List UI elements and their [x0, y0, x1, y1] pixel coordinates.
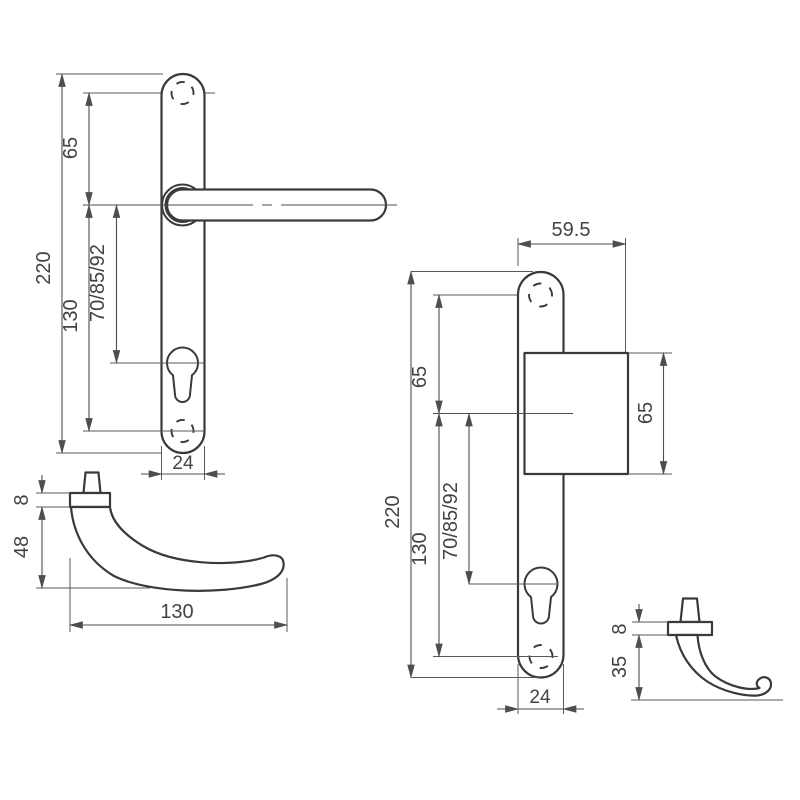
spindle: [82, 471, 102, 495]
collar: [68, 491, 112, 509]
dim-label-35: 35: [609, 656, 631, 678]
dim-label-48: 48: [11, 536, 33, 558]
dim-label-130: 130: [409, 532, 431, 565]
dim-label-220: 220: [382, 495, 404, 528]
pad-body: [674, 633, 773, 697]
dim-label-70-85-92: 70/85/92: [440, 482, 462, 560]
screw-hole-top: [528, 282, 553, 308]
pad-side-view: 8 35: [609, 597, 783, 702]
dim-label-130: 130: [160, 601, 193, 623]
dim-label-70-85-92: 70/85/92: [87, 244, 109, 322]
lever-side-view: 8 48 130: [11, 471, 289, 632]
euro-cylinder-hole: [523, 566, 559, 625]
dim-label-65: 65: [409, 366, 431, 388]
screw-hole-bottom: [170, 419, 195, 443]
collar: [666, 620, 714, 637]
dim-label-8: 8: [609, 623, 631, 634]
dim-label-24: 24: [172, 453, 194, 474]
pad-front-view: 59.5 220 65 130 70/85/92 65 24: [382, 219, 672, 714]
dim-label-24: 24: [529, 687, 551, 708]
dim-label-65: 65: [60, 137, 82, 159]
dim-label-130: 130: [60, 299, 82, 332]
dim-label-59-5: 59.5: [552, 219, 591, 241]
lever-front-view: 220 65 130 70/85/92 24: [33, 72, 397, 480]
dim-label-65-pad: 65: [635, 402, 657, 424]
spindle: [679, 597, 701, 624]
dim-label-220: 220: [33, 251, 55, 284]
lever-body: [69, 505, 285, 592]
dim-label-8: 8: [11, 494, 33, 505]
lever-backplate: [160, 72, 206, 455]
screw-hole-bottom: [528, 644, 554, 669]
